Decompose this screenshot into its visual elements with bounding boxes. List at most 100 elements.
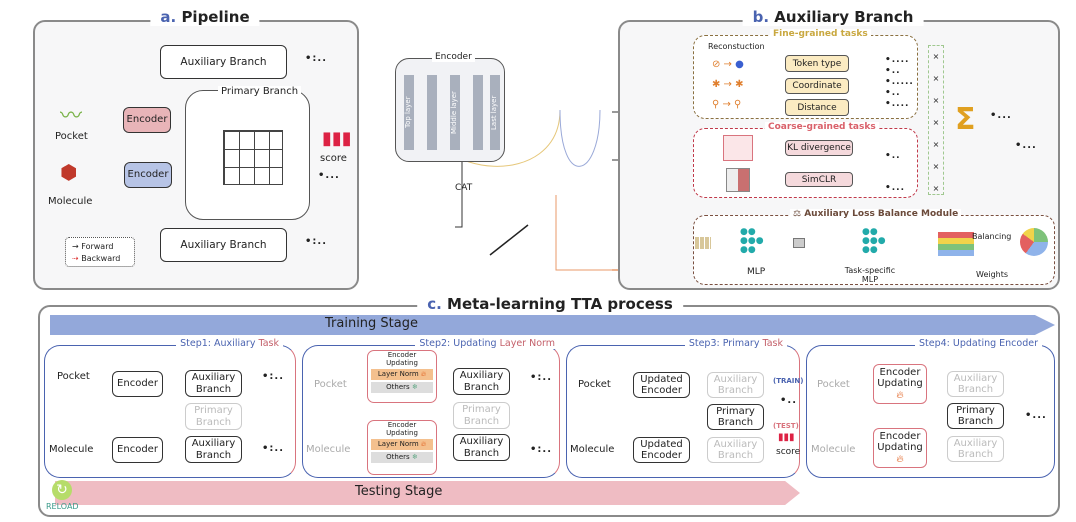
primary-branch-label: Primary Branch: [218, 86, 302, 97]
aux-branch: Auxiliary Branch: [453, 434, 510, 461]
aux-branch: Auxiliary Branch: [453, 368, 510, 395]
step4-title: Step4: Updating Encoder: [914, 338, 1042, 349]
molecule-label: Molecule: [811, 444, 856, 455]
encoder: Encoder: [112, 437, 163, 463]
molecule-icon: ⬢: [60, 160, 78, 184]
task-mlp-label: Task-specific MLP: [844, 266, 896, 284]
encoder-updating: Encoder Updating🔥︎: [873, 364, 927, 404]
layer: [473, 75, 483, 150]
layer-norm-row: Layer Norm 🔥︎: [371, 439, 433, 450]
test-label: (TEST): [773, 422, 799, 430]
step1-title: Step1: Auxiliary Task: [176, 338, 283, 349]
top-layer-label: Top layer: [404, 96, 412, 129]
panel-letter: c.: [427, 295, 442, 313]
task-mlp-icon: ●●●●●●●: [862, 227, 886, 255]
meta-title: c. Meta-learning TTA process: [417, 295, 683, 313]
aux-branch: Auxiliary Branch: [185, 436, 242, 463]
coarse-grained-title: Coarse-grained tasks: [765, 122, 879, 132]
training-stage-label: Training Stage: [325, 316, 418, 331]
pocket-label: Pocket: [578, 379, 611, 390]
step-number: Step2:: [419, 338, 451, 349]
loss-dots: •...: [1025, 410, 1047, 421]
others-row: Others ❄: [371, 452, 433, 463]
encoder-block-title: Encoder: [432, 52, 475, 62]
aux-branch-top: Auxiliary Branch: [160, 45, 287, 79]
aux-branch: Auxiliary Branch: [707, 437, 764, 463]
legend-backward-text: Backward: [81, 254, 121, 263]
layer-norm-label: Layer Norm: [377, 370, 419, 378]
total-loss-dots: •...: [990, 110, 1012, 121]
fire-icon: 🔥︎: [896, 389, 904, 401]
encoder: Encoder: [112, 371, 163, 397]
molecule-label: Molecule: [306, 444, 351, 455]
updated-encoder: Updated Encoder: [633, 372, 690, 398]
loss-dots: •:..: [305, 236, 327, 247]
task-loss-dots: •....•..•.....•..•....: [885, 55, 914, 109]
primary-branch: Primary Branch: [947, 403, 1004, 429]
panel-letter: a.: [160, 8, 177, 26]
loss-dots: •:..: [530, 372, 552, 383]
reload-icon[interactable]: ↻: [52, 480, 72, 500]
weight-bars: [938, 232, 974, 256]
loss-dots: •..: [780, 395, 797, 406]
score-label: score: [776, 447, 801, 457]
pooled-feature-icon: [793, 238, 805, 248]
aux-branch: Auxiliary Branch: [947, 371, 1004, 397]
total-loss-dots: •...: [1015, 140, 1037, 151]
panel-title-text: Meta-learning TTA process: [447, 295, 673, 313]
step2-title: Step2: Updating Layer Norm: [415, 338, 559, 349]
aux-branch: Auxiliary Branch: [707, 372, 764, 398]
scale-icon: ⚖: [793, 209, 802, 219]
fire-icon: 🔥︎: [896, 453, 904, 465]
step1-box: Step1: Auxiliary Task: [44, 338, 296, 478]
fire-icon: 🔥︎: [420, 370, 427, 378]
score-icon: ▮▮▮: [322, 128, 352, 149]
molecule-label: Molecule: [49, 444, 94, 455]
contrastive-icon: [726, 168, 750, 192]
legend-forward: → Forward: [72, 242, 114, 251]
testing-stage-arrow: [55, 481, 800, 505]
step-title-b: Layer Norm: [499, 338, 555, 349]
step4-box: Step4: Updating Encoder: [806, 338, 1055, 478]
primary-branch: Primary Branch: [453, 402, 510, 429]
loss-dots: •:..: [530, 444, 552, 455]
task-simclr: SimCLR: [785, 172, 853, 187]
snowflake-icon: ❄: [411, 453, 418, 461]
encoder-updating-label: Encoder Updating: [877, 366, 923, 390]
step-number: Step3:: [688, 338, 720, 349]
loss-dots: •:..: [262, 371, 284, 382]
reconstruction-icons: ⊘ → ●✱ → ✱⚲ → ⚲: [712, 59, 744, 110]
updated-encoder: Updated Encoder: [633, 437, 690, 463]
encoder-updating-top: Encoder Updating Layer Norm 🔥︎ Others ❄: [367, 350, 437, 403]
molecule-label: Molecule: [48, 196, 93, 207]
aux-branch: Auxiliary Branch: [185, 370, 242, 397]
sum-icon: Σ: [955, 102, 976, 137]
protein-icon: 〰: [60, 104, 83, 129]
mlp-label: MLP: [747, 267, 766, 277]
panel-letter: b.: [752, 8, 770, 26]
step3-title: Step3: Primary Task: [684, 338, 787, 349]
last-layer-label: Last layer: [490, 95, 498, 130]
others-label: Others: [386, 383, 410, 391]
legend: → Forward ⇢ Backward: [65, 237, 135, 267]
cat-label: CAT: [455, 183, 473, 193]
reload-label[interactable]: RELOAD: [46, 502, 79, 511]
encoder-updating-label: Encoder Updating: [386, 351, 418, 367]
pocket-label: Pocket: [55, 131, 88, 142]
primary-branch: Primary Branch: [707, 404, 764, 430]
layer-norm-label: Layer Norm: [377, 440, 419, 448]
fire-icon: 🔥︎: [420, 440, 427, 448]
layer: [427, 75, 437, 150]
pie-chart-icon: [1020, 228, 1048, 256]
pipeline-title: a. Pipeline: [150, 8, 260, 26]
mlp-icon: ●●●●●●●: [740, 227, 764, 255]
pocket-encoder: Encoder: [123, 107, 171, 133]
interaction-grid: [223, 130, 283, 185]
weights-label: Weights: [976, 270, 1009, 279]
middle-layer: Middle layer: [450, 75, 460, 150]
token-features-icon: [695, 237, 711, 249]
loss-dots: •:..: [262, 443, 284, 454]
train-label: (TRAIN): [773, 377, 804, 385]
top-layer: Top layer: [404, 75, 414, 150]
reconstruction-label: Reconstuction: [708, 42, 765, 51]
